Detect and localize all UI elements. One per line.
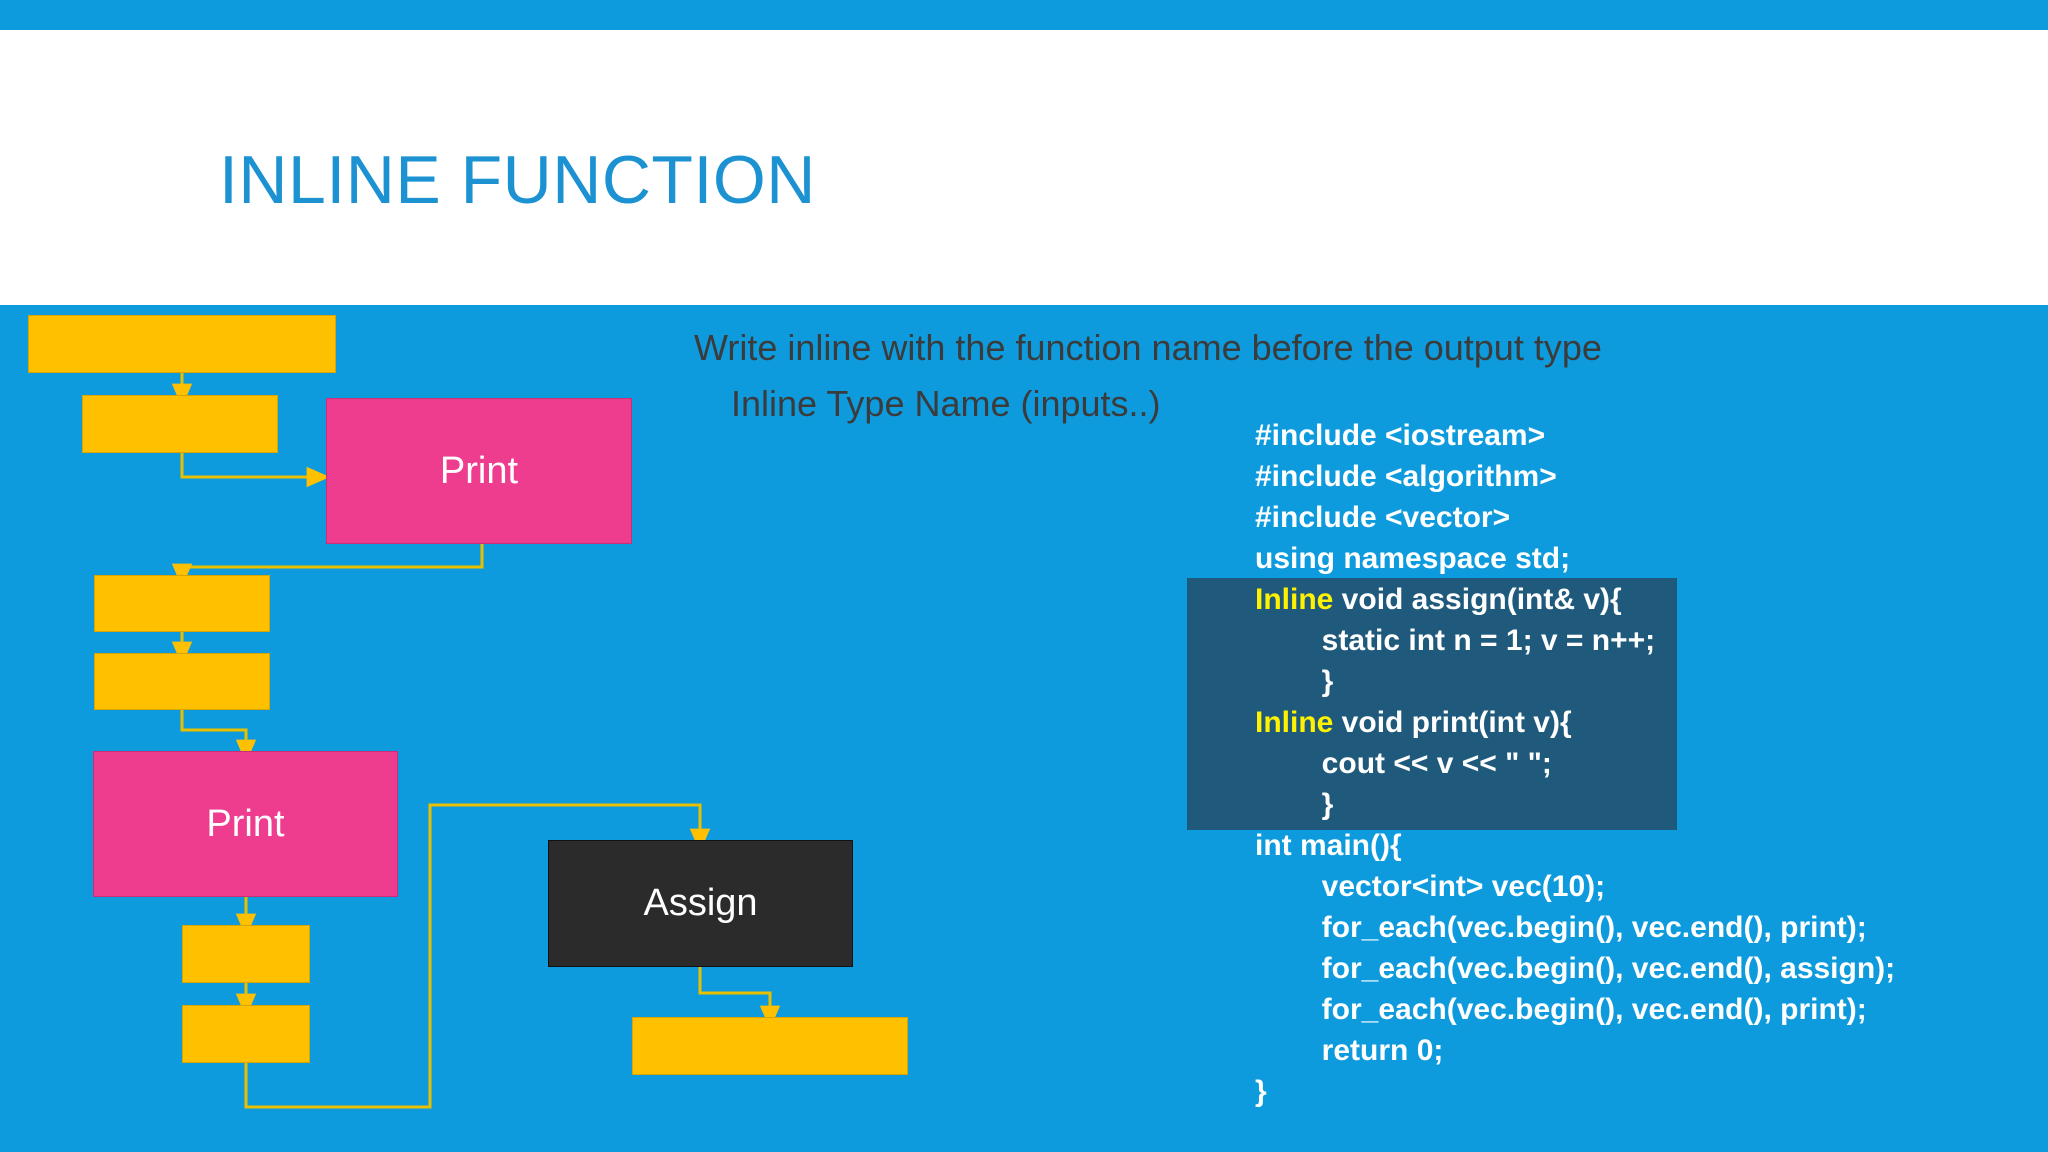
code-line: cout << v << " "; <box>1255 747 1552 780</box>
flow-node-label: Print <box>439 449 519 492</box>
code-line: int main(){ <box>1255 829 1402 862</box>
description-line-2: Inline Type Name (inputs..) <box>731 383 1161 424</box>
code-line: #include <iostream> <box>1255 419 1546 452</box>
code-line: for_each(vec.begin(), vec.end(), assign)… <box>1255 952 1896 985</box>
code-line: vector<int> vec(10); <box>1255 870 1606 903</box>
code-line: return 0; <box>1255 1034 1444 1067</box>
flow-node-box-3[interactable] <box>94 575 270 632</box>
flowchart-connectors <box>171 373 781 1109</box>
code-line: } <box>1255 1075 1267 1108</box>
code-line: for_each(vec.begin(), vec.end(), print); <box>1255 993 1867 1026</box>
flow-node-assign[interactable]: Assign <box>548 840 853 967</box>
code-line: #include <algorithm> <box>1255 460 1557 493</box>
code-line: for_each(vec.begin(), vec.end(), print); <box>1255 911 1867 944</box>
code-keyword-inline: Inline <box>1255 706 1334 739</box>
flow-node-label: Print <box>206 802 285 845</box>
title-band: INLINE FUNCTION <box>0 30 2048 305</box>
flow-node-box-1[interactable] <box>28 315 336 373</box>
code-line: static int n = 1; v = n++; <box>1255 624 1656 657</box>
code-line: using namespace std; <box>1255 542 1571 575</box>
top-accent-bar <box>0 0 2048 30</box>
flow-node-print-1[interactable]: Print <box>326 398 632 544</box>
code-line: Inline void print(int v){ <box>1255 706 1572 739</box>
flowchart: Print Print Assign <box>0 305 960 1152</box>
code-keyword-inline: Inline <box>1255 583 1334 616</box>
code-block: #include <iostream> #include <algorithm> #… <box>1255 415 2015 1112</box>
page-title: INLINE FUNCTION <box>219 142 816 218</box>
flow-node-box-2[interactable] <box>82 395 278 453</box>
flow-node-box-4[interactable] <box>94 653 270 710</box>
flow-node-box-7[interactable] <box>632 1017 908 1075</box>
flow-node-label: Assign <box>643 882 758 924</box>
code-line: #include <vector> <box>1255 501 1511 534</box>
flow-node-print-2[interactable]: Print <box>93 751 398 897</box>
code-line: Inline void assign(int& v){ <box>1255 583 1622 616</box>
flow-node-box-5[interactable] <box>182 925 310 983</box>
flow-node-box-6[interactable] <box>182 1005 310 1063</box>
code-line: } <box>1255 788 1334 821</box>
code-line: } <box>1255 665 1334 698</box>
description-line-1: Write inline with the function name befo… <box>694 327 1602 368</box>
code-highlight-box <box>1187 578 1677 830</box>
